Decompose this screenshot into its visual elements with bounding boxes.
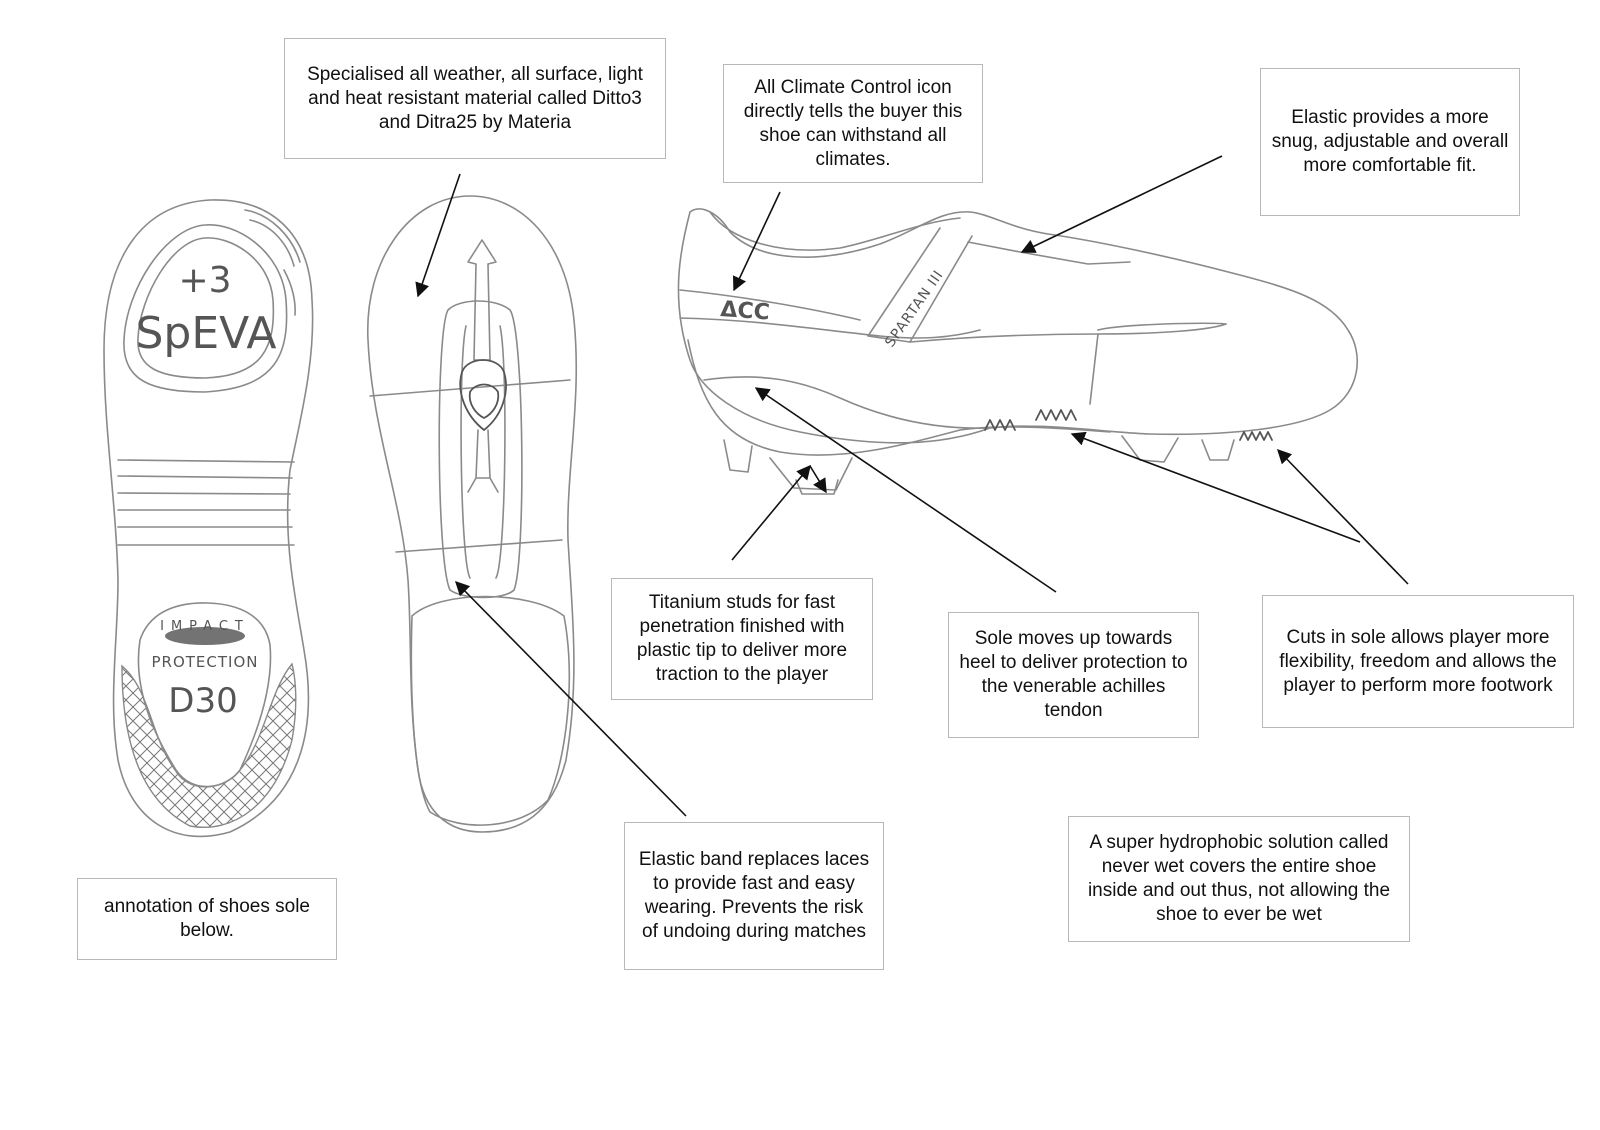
callout-hydrophobic: A super hydrophobic solution called neve…: [1068, 816, 1410, 942]
callout-climate-icon-text: All Climate Control icon directly tells …: [743, 76, 963, 170]
callout-studs: Titanium studs for fast penetration fini…: [611, 578, 873, 700]
callout-cuts-text: Cuts in sole allows player more flexibil…: [1279, 626, 1557, 696]
callout-cuts: Cuts in sole allows player more flexibil…: [1262, 595, 1574, 728]
sole-plus-label: +3: [178, 260, 231, 301]
callout-studs-text: Titanium studs for fast penetration fini…: [636, 592, 848, 685]
d30-label: D30: [168, 681, 237, 721]
sole-speva-label: SpEVA: [135, 308, 276, 359]
sole-sketch: +3 SpEVA IMPACT PROTECTION D30: [103, 199, 314, 838]
callout-elastic-band: Elastic band replaces laces to provide f…: [624, 822, 884, 970]
callout-material: Specialised all weather, all surface, li…: [284, 38, 666, 159]
callout-material-text: Specialised all weather, all surface, li…: [307, 63, 643, 133]
callout-climate-icon: All Climate Control icon directly tells …: [723, 64, 983, 183]
annotation-arrows: [415, 155, 1409, 817]
callout-sole-note-text: annotation of shoes sole below.: [104, 896, 310, 941]
callout-heel-sole: Sole moves up towards heel to deliver pr…: [948, 612, 1199, 738]
protection-label: PROTECTION: [151, 653, 258, 671]
callout-elastic-band-text: Elastic band replaces laces to provide f…: [638, 849, 870, 942]
side-view-sketch: ΔCC SPARTAN III: [677, 208, 1359, 495]
callout-sole-note: annotation of shoes sole below.: [77, 878, 337, 960]
impact-label: IMPACT: [160, 619, 250, 634]
top-view-sketch: [367, 195, 578, 833]
callout-elastic-fit-text: Elastic provides a more snug, adjustable…: [1271, 107, 1509, 176]
acc-logo-label: ΔCC: [720, 297, 771, 325]
callout-elastic-fit: Elastic provides a more snug, adjustable…: [1260, 68, 1520, 216]
callout-hydrophobic-text: A super hydrophobic solution called neve…: [1087, 832, 1391, 925]
callout-heel-sole-text: Sole moves up towards heel to deliver pr…: [959, 628, 1188, 721]
